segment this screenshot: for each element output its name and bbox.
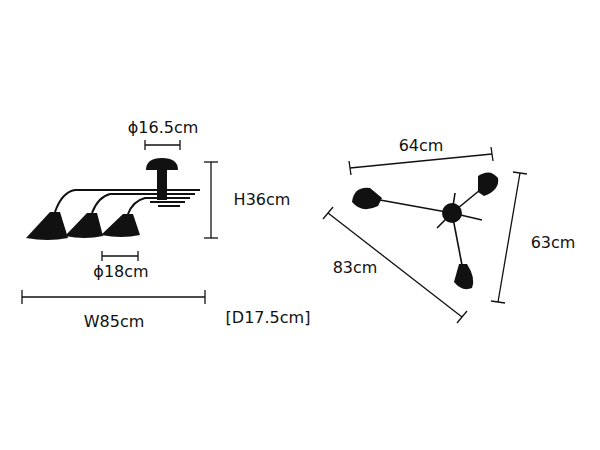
side-view bbox=[26, 158, 200, 240]
dimension-label: ϕ18cm bbox=[93, 264, 148, 280]
dimension-label: ϕ16.5cm bbox=[128, 120, 199, 136]
dimension-label: 63cm bbox=[531, 235, 576, 251]
dimension-label: 83cm bbox=[333, 260, 378, 276]
dimension-label: 64cm bbox=[399, 138, 444, 154]
dimension-label: [D17.5cm] bbox=[226, 310, 311, 326]
dimension-lines bbox=[22, 140, 527, 323]
dimension-label: H36cm bbox=[234, 192, 291, 208]
dimension-label: W85cm bbox=[84, 314, 145, 330]
